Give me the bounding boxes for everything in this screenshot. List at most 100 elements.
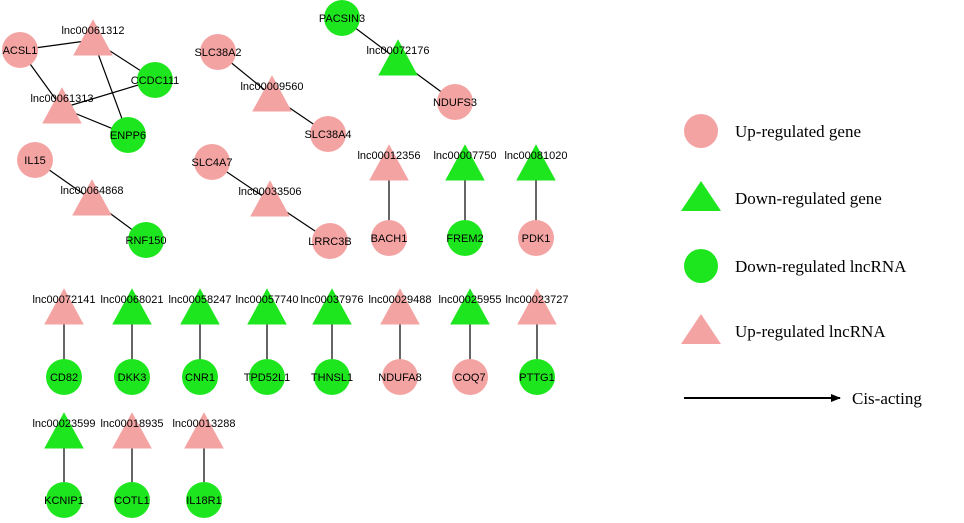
node-label: lnc00072176 <box>366 45 429 57</box>
node-ENPP6: ENPP6 <box>110 117 146 153</box>
node-lnc00064868: lnc00064868 <box>60 179 124 216</box>
node-label: lnc00072141 <box>32 294 95 306</box>
node-label: TPD52L1 <box>244 372 290 384</box>
node-triangle-shape <box>44 412 84 449</box>
node-label: PACSIN3 <box>319 13 365 25</box>
node-label: SLC4A7 <box>192 157 233 169</box>
node-KCNIP1: KCNIP1 <box>44 482 84 518</box>
node-label: BACH1 <box>371 233 408 245</box>
node-label: lnc00007750 <box>433 150 496 162</box>
node-label: lnc00009560 <box>240 81 303 93</box>
node-triangle-shape <box>73 19 113 56</box>
legend-label: Up-regulated gene <box>735 122 861 141</box>
node-circle-shape <box>437 84 473 120</box>
node-SLC38A2: SLC38A2 <box>194 34 242 70</box>
legend-triangle-icon <box>681 314 721 344</box>
node-label: lnc00061313 <box>30 93 93 105</box>
node-circle-shape <box>114 482 150 518</box>
node-lnc00061313: lnc00061313 <box>30 87 94 124</box>
node-DKK3: DKK3 <box>114 359 150 395</box>
node-lnc00012356: lnc00012356 <box>357 144 421 181</box>
node-circle-shape <box>312 223 348 259</box>
node-circle-shape <box>371 220 407 256</box>
node-circle-shape <box>182 359 218 395</box>
node-circle-shape <box>194 144 230 180</box>
node-ACSL1: ACSL1 <box>2 32 38 68</box>
legend-label: Down-regulated lncRNA <box>735 257 907 276</box>
legend-triangle-icon <box>681 181 721 211</box>
legend-circle-icon <box>684 114 718 148</box>
node-triangle-shape <box>247 288 287 325</box>
legend-label: Cis-acting <box>852 389 922 408</box>
node-NDUFA8: NDUFA8 <box>378 359 422 395</box>
node-circle-shape <box>2 32 38 68</box>
node-triangle-shape <box>445 144 485 181</box>
node-BACH1: BACH1 <box>371 220 408 256</box>
node-circle-shape <box>137 62 173 98</box>
node-label: ENPP6 <box>110 130 146 142</box>
node-circle-shape <box>324 0 360 36</box>
node-label: lnc00012356 <box>357 150 420 162</box>
node-lnc00068021: lnc00068021 <box>100 288 164 325</box>
node-label: PTTG1 <box>519 372 554 384</box>
node-label: COTL1 <box>114 495 149 507</box>
legend-item-3: Up-regulated lncRNA <box>681 314 886 344</box>
node-lnc00023599: lnc00023599 <box>32 412 96 449</box>
legend-label: Down-regulated gene <box>735 189 882 208</box>
node-RNF150: RNF150 <box>126 222 166 258</box>
node-circle-shape <box>186 482 222 518</box>
node-circle-shape <box>310 116 346 152</box>
node-PACSIN3: PACSIN3 <box>319 0 365 36</box>
node-triangle-shape <box>250 180 290 217</box>
node-THNSL1: THNSL1 <box>311 359 353 395</box>
node-label: DKK3 <box>118 372 147 384</box>
node-label: SLC38A2 <box>194 47 241 59</box>
node-circle-shape <box>200 34 236 70</box>
node-TPD52L1: TPD52L1 <box>244 359 290 395</box>
node-triangle-shape <box>72 179 112 216</box>
nodes-layer: ACSL1lnc00061312CCDC111lnc00061313ENPP6S… <box>2 0 569 518</box>
node-triangle-shape <box>378 39 418 76</box>
node-COQ7: COQ7 <box>452 359 488 395</box>
node-label: PDK1 <box>522 233 551 245</box>
node-SLC38A4: SLC38A4 <box>304 116 352 152</box>
node-triangle-shape <box>42 87 82 124</box>
node-label: SLC38A4 <box>304 129 351 141</box>
node-CCDC111: CCDC111 <box>131 62 179 98</box>
node-circle-shape <box>46 359 82 395</box>
node-lnc00029488: lnc00029488 <box>368 288 432 325</box>
node-LRRC3B: LRRC3B <box>308 223 352 259</box>
node-IL18R1: IL18R1 <box>186 482 222 518</box>
node-triangle-shape <box>517 288 557 325</box>
node-triangle-shape <box>112 288 152 325</box>
node-label: LRRC3B <box>308 236 351 248</box>
node-circle-shape <box>110 117 146 153</box>
node-triangle-shape <box>312 288 352 325</box>
node-lnc00025955: lnc00025955 <box>438 288 502 325</box>
node-triangle-shape <box>112 412 152 449</box>
node-lnc00013288: lnc00013288 <box>172 412 236 449</box>
legend-item-2: Down-regulated lncRNA <box>684 249 907 283</box>
node-lnc00037976: lnc00037976 <box>300 288 364 325</box>
legend-label: Up-regulated lncRNA <box>735 322 886 341</box>
node-label: KCNIP1 <box>44 495 84 507</box>
node-circle-shape <box>128 222 164 258</box>
node-label: lnc00061312 <box>61 25 124 37</box>
node-lnc00081020: lnc00081020 <box>504 144 568 181</box>
node-SLC4A7: SLC4A7 <box>192 144 233 180</box>
node-lnc00061312: lnc00061312 <box>61 19 125 56</box>
node-label: NDUFA8 <box>378 372 421 384</box>
node-label: CD82 <box>50 372 78 384</box>
node-label: lnc00037976 <box>300 294 363 306</box>
node-PDK1: PDK1 <box>518 220 554 256</box>
node-triangle-shape <box>184 412 224 449</box>
node-IL15: IL15 <box>17 142 53 178</box>
node-label: ACSL1 <box>3 45 38 57</box>
node-lnc00058247: lnc00058247 <box>168 288 232 325</box>
node-label: NDUFS3 <box>433 97 477 109</box>
node-circle-shape <box>249 359 285 395</box>
node-label: COQ7 <box>454 372 485 384</box>
